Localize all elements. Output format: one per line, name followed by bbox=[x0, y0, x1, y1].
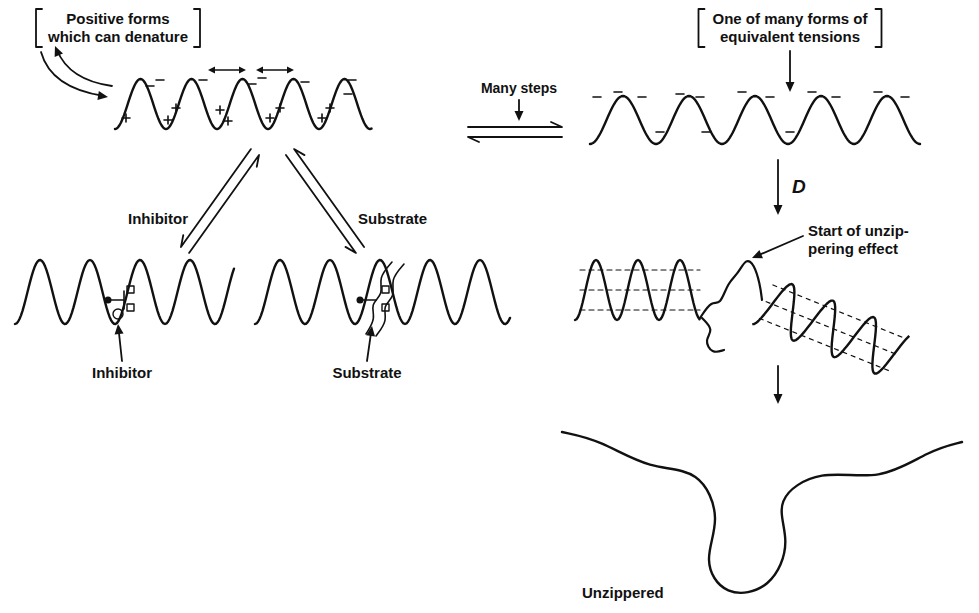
binding-site bbox=[127, 304, 134, 311]
unzipped-strand bbox=[702, 318, 724, 352]
bracket bbox=[36, 9, 200, 47]
charge-signs bbox=[122, 78, 356, 125]
binding-site bbox=[382, 286, 389, 293]
callout-label: Start of unzip- pering effect bbox=[808, 222, 920, 258]
arrow-label: Many steps bbox=[481, 80, 557, 97]
arrow-head bbox=[256, 67, 263, 74]
helix-chain bbox=[575, 260, 700, 320]
part-label: Unzippered bbox=[582, 584, 664, 602]
substrate-strand bbox=[366, 262, 392, 334]
inhibitor-ring bbox=[113, 309, 123, 319]
leader-line bbox=[367, 332, 371, 361]
equilibrium-arrow bbox=[468, 137, 562, 142]
hydrogen-bonds bbox=[580, 270, 700, 310]
arrow-head bbox=[366, 326, 375, 337]
tension-arrow bbox=[213, 69, 241, 71]
substrate-strand bbox=[376, 264, 404, 336]
unzippered-chain bbox=[562, 432, 962, 593]
equilibrium-arrow bbox=[57, 50, 112, 86]
pointer-arrow bbox=[777, 366, 779, 398]
bracket-caption: One of many forms of equivalent tensions bbox=[708, 10, 873, 46]
arrow-label: Substrate bbox=[358, 210, 427, 228]
arrow-head bbox=[97, 91, 108, 100]
equilibrium-arrow bbox=[286, 155, 356, 253]
part-label: Substrate bbox=[332, 364, 401, 382]
tension-form-chain bbox=[590, 96, 920, 144]
binding-site bbox=[127, 286, 134, 293]
part-label: Inhibitor bbox=[92, 364, 152, 382]
pointer-arrow bbox=[789, 51, 791, 86]
tilted-helix bbox=[752, 276, 911, 380]
charge-signs bbox=[593, 92, 909, 132]
equilibrium-arrow bbox=[468, 122, 562, 127]
bracket bbox=[699, 9, 882, 47]
denaturation-arrow bbox=[777, 160, 779, 209]
leader-line bbox=[758, 236, 803, 256]
equilibrium-arrow bbox=[294, 149, 364, 247]
tension-arrow bbox=[261, 69, 289, 71]
arrow-head bbox=[208, 67, 215, 74]
arrow-head bbox=[55, 46, 63, 57]
substrate-complex-chain bbox=[255, 260, 510, 324]
helix-chain bbox=[752, 276, 911, 380]
arrow-head bbox=[774, 394, 783, 404]
equilibrium-arrow bbox=[181, 149, 251, 247]
unzipped-strand bbox=[700, 261, 762, 318]
leader-line bbox=[119, 330, 122, 361]
hydrogen-bonds bbox=[759, 285, 904, 372]
equilibrium-arrow bbox=[41, 52, 104, 96]
arrow-label: Inhibitor bbox=[128, 210, 188, 228]
equilibrium-arrow bbox=[189, 155, 259, 253]
inhibitor-bond bbox=[111, 291, 124, 309]
arrow-head bbox=[752, 250, 763, 258]
arrow-head bbox=[774, 205, 783, 215]
inhibitor-complex-chain bbox=[15, 260, 234, 324]
arrow-head bbox=[786, 82, 795, 92]
bracket-caption: Positive forms which can denature bbox=[45, 10, 191, 46]
arrow-head bbox=[239, 67, 246, 74]
arrow-head bbox=[515, 111, 524, 121]
arrow-head bbox=[115, 324, 124, 334]
arrow-label: D bbox=[792, 176, 806, 199]
arrow-head bbox=[287, 67, 294, 74]
substrate-bond bbox=[363, 299, 376, 301]
positive-form-chain bbox=[115, 79, 372, 129]
